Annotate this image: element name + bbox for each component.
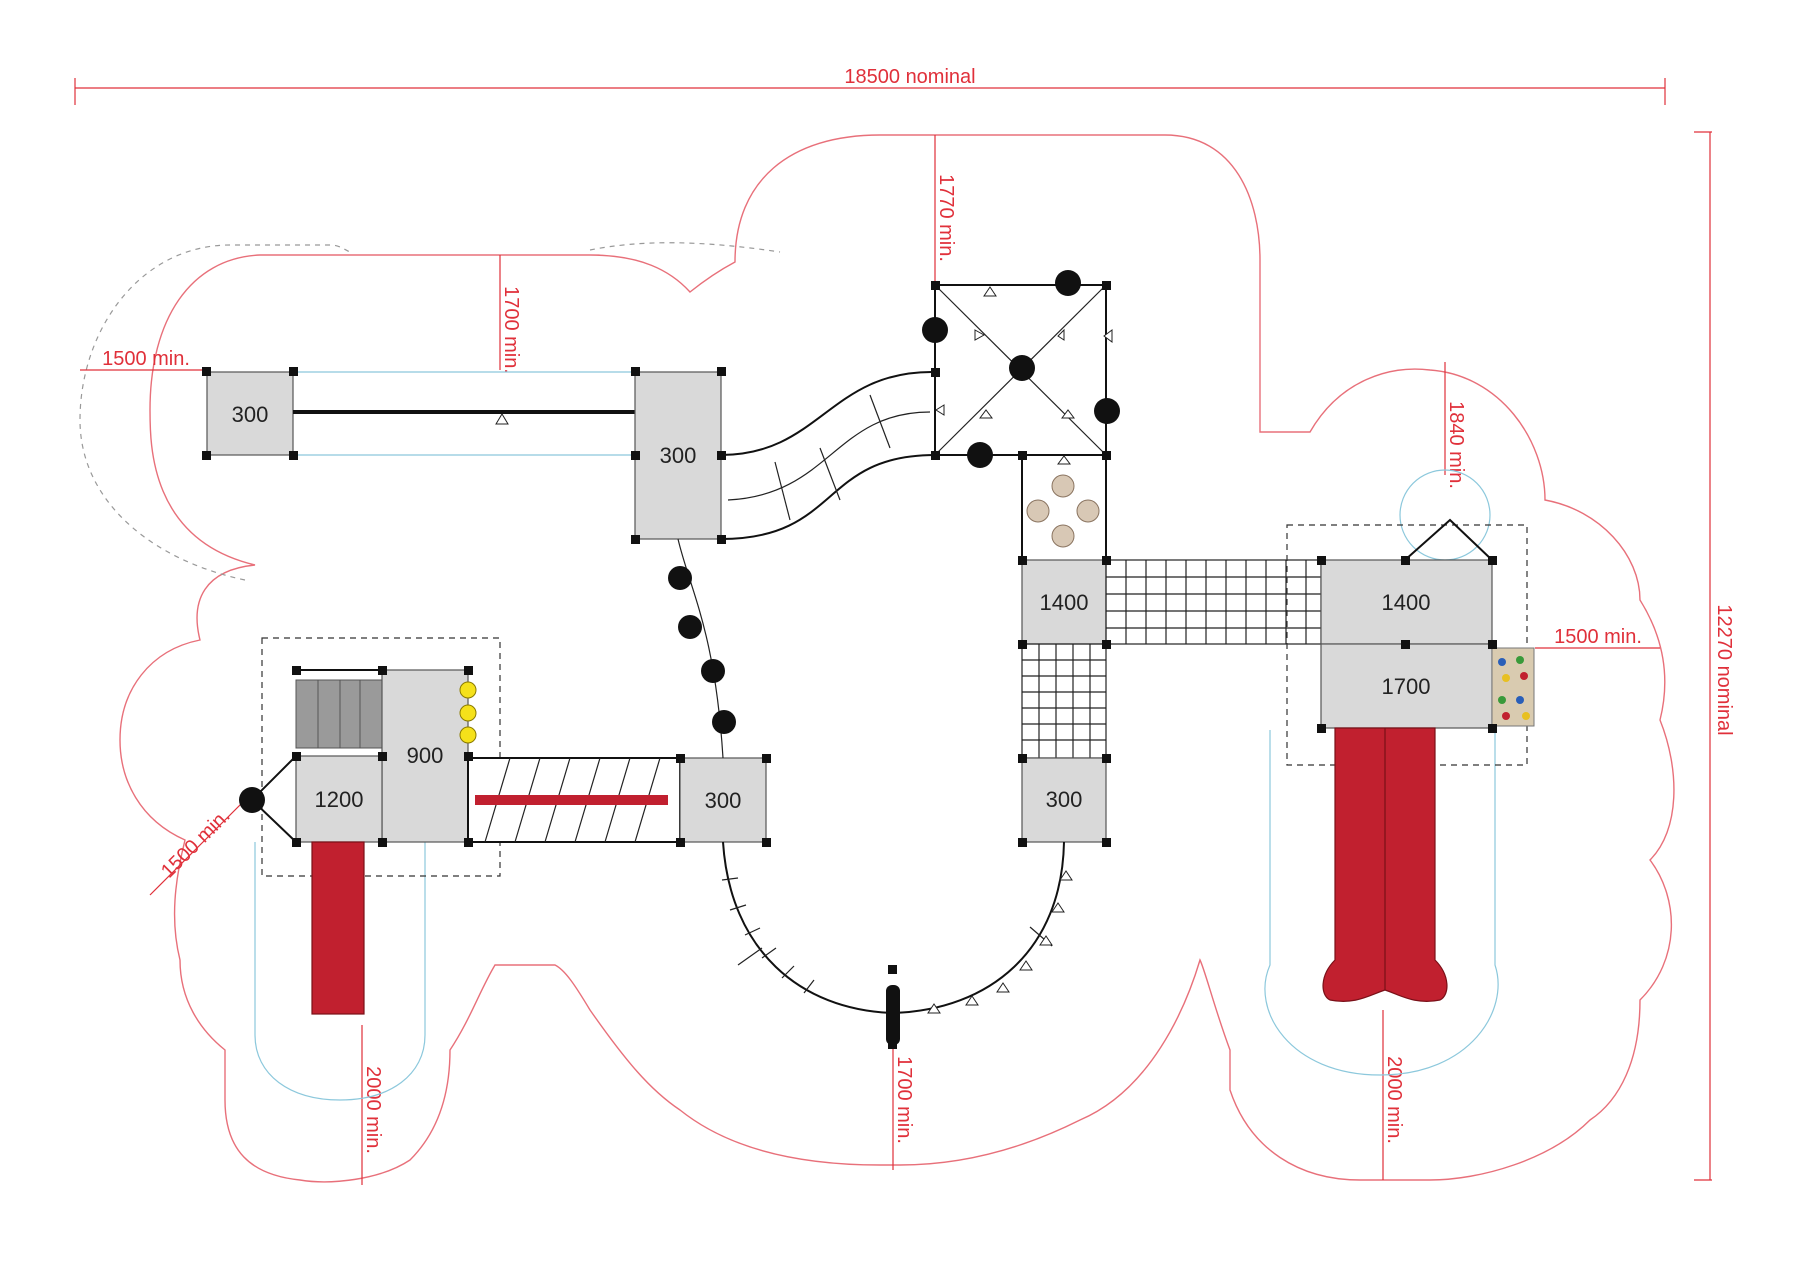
stairs bbox=[295, 679, 383, 749]
tower-arrow-6 bbox=[1061, 409, 1075, 419]
tower-arrow-3 bbox=[1057, 328, 1065, 341]
dashed-zone-outline bbox=[79, 244, 351, 581]
tower-arrow-7 bbox=[935, 404, 945, 416]
tower-panel-dot-4 bbox=[967, 442, 993, 468]
platform-deck-p3 bbox=[381, 669, 469, 843]
left-top-dim-label: 1500 min. bbox=[102, 348, 190, 370]
net-bridge-horizontal bbox=[1105, 559, 1322, 645]
height-dim-label: 12270 nominal bbox=[1713, 604, 1735, 735]
left-tower-dot bbox=[239, 787, 265, 813]
right-slide-zone bbox=[1264, 730, 1499, 1076]
platform-label-p6: 1400 bbox=[1040, 590, 1089, 615]
net-bridge-vertical bbox=[1021, 643, 1107, 759]
left-slide bbox=[311, 841, 365, 1015]
tower-panel-dot-3 bbox=[1094, 398, 1120, 424]
flower-panel-icon bbox=[1026, 474, 1100, 548]
right-tower-roof bbox=[1404, 518, 1493, 561]
curved-bridge-slat-2 bbox=[819, 447, 841, 501]
bottom-arc-post bbox=[886, 985, 900, 1045]
platform-label-p4: 1200 bbox=[315, 787, 364, 812]
tower-arrow-2 bbox=[974, 329, 986, 341]
tower-arrow-8 bbox=[1057, 455, 1071, 465]
platform-deck-p4 bbox=[295, 755, 383, 843]
yellow-panel-icons bbox=[459, 681, 477, 744]
curved-bridge-bottom bbox=[720, 454, 936, 540]
platform-label-p5: 300 bbox=[705, 788, 742, 813]
safety-zone-outline bbox=[119, 134, 1675, 1183]
curved-bridge-slat-1 bbox=[774, 461, 791, 521]
left-horizontal-bridge bbox=[467, 757, 681, 843]
curved-bridge-mid bbox=[727, 411, 931, 501]
bottom-left-dim-label: 2000 min. bbox=[362, 1066, 384, 1154]
tower-panel-dot-2 bbox=[922, 317, 948, 343]
platform-label-p7: 300 bbox=[1046, 787, 1083, 812]
curved-bridge-top bbox=[720, 370, 936, 456]
posts bbox=[202, 281, 1497, 1049]
platform-label-p8: 1400 bbox=[1382, 590, 1431, 615]
bottom-center-dim-label: 1700 min. bbox=[893, 1056, 915, 1144]
platform-label-p9: 1700 bbox=[1382, 674, 1431, 699]
platform-label-p2: 300 bbox=[660, 443, 697, 468]
climbing-holds bbox=[1498, 656, 1530, 720]
right-side-dim-label: 1500 min. bbox=[1554, 626, 1642, 648]
right-top-dim-label: 1840 min. bbox=[1445, 401, 1467, 489]
platform-deck-p8 bbox=[1320, 559, 1493, 645]
curved-bridge-slat-3 bbox=[869, 394, 891, 449]
bridge-arrow bbox=[495, 413, 509, 425]
tower-panel-dot-1 bbox=[1055, 270, 1081, 296]
dashed-zone-outline-2 bbox=[589, 242, 781, 253]
platform-deck-p9 bbox=[1320, 643, 1493, 729]
left-bottom-dim-line bbox=[149, 794, 251, 896]
top-center-dim-label: 1770 min. bbox=[935, 174, 957, 262]
platform-label-p1: 300 bbox=[232, 402, 269, 427]
tower-arrow-1 bbox=[983, 286, 997, 297]
bottom-arc-arrows bbox=[927, 870, 1073, 1014]
left-bottom-dim-label: 1500 min. bbox=[157, 805, 235, 883]
stepping-posts bbox=[668, 566, 736, 734]
platform-deck-p1 bbox=[206, 371, 294, 456]
platform-label-p3: 900 bbox=[407, 743, 444, 768]
platform-deck-p2 bbox=[634, 371, 722, 540]
tower-arrow-5 bbox=[979, 409, 993, 419]
top-left-dim-label: 1700 min. bbox=[500, 286, 522, 374]
width-dim-label: 18500 nominal bbox=[844, 66, 975, 88]
tower-arrow-4 bbox=[1103, 329, 1113, 343]
platform-deck-p7 bbox=[1021, 757, 1107, 843]
bottom-right-dim-label: 2000 min. bbox=[1383, 1056, 1405, 1144]
left-slide-zone bbox=[254, 842, 426, 1101]
tower-center-post bbox=[1009, 355, 1035, 381]
